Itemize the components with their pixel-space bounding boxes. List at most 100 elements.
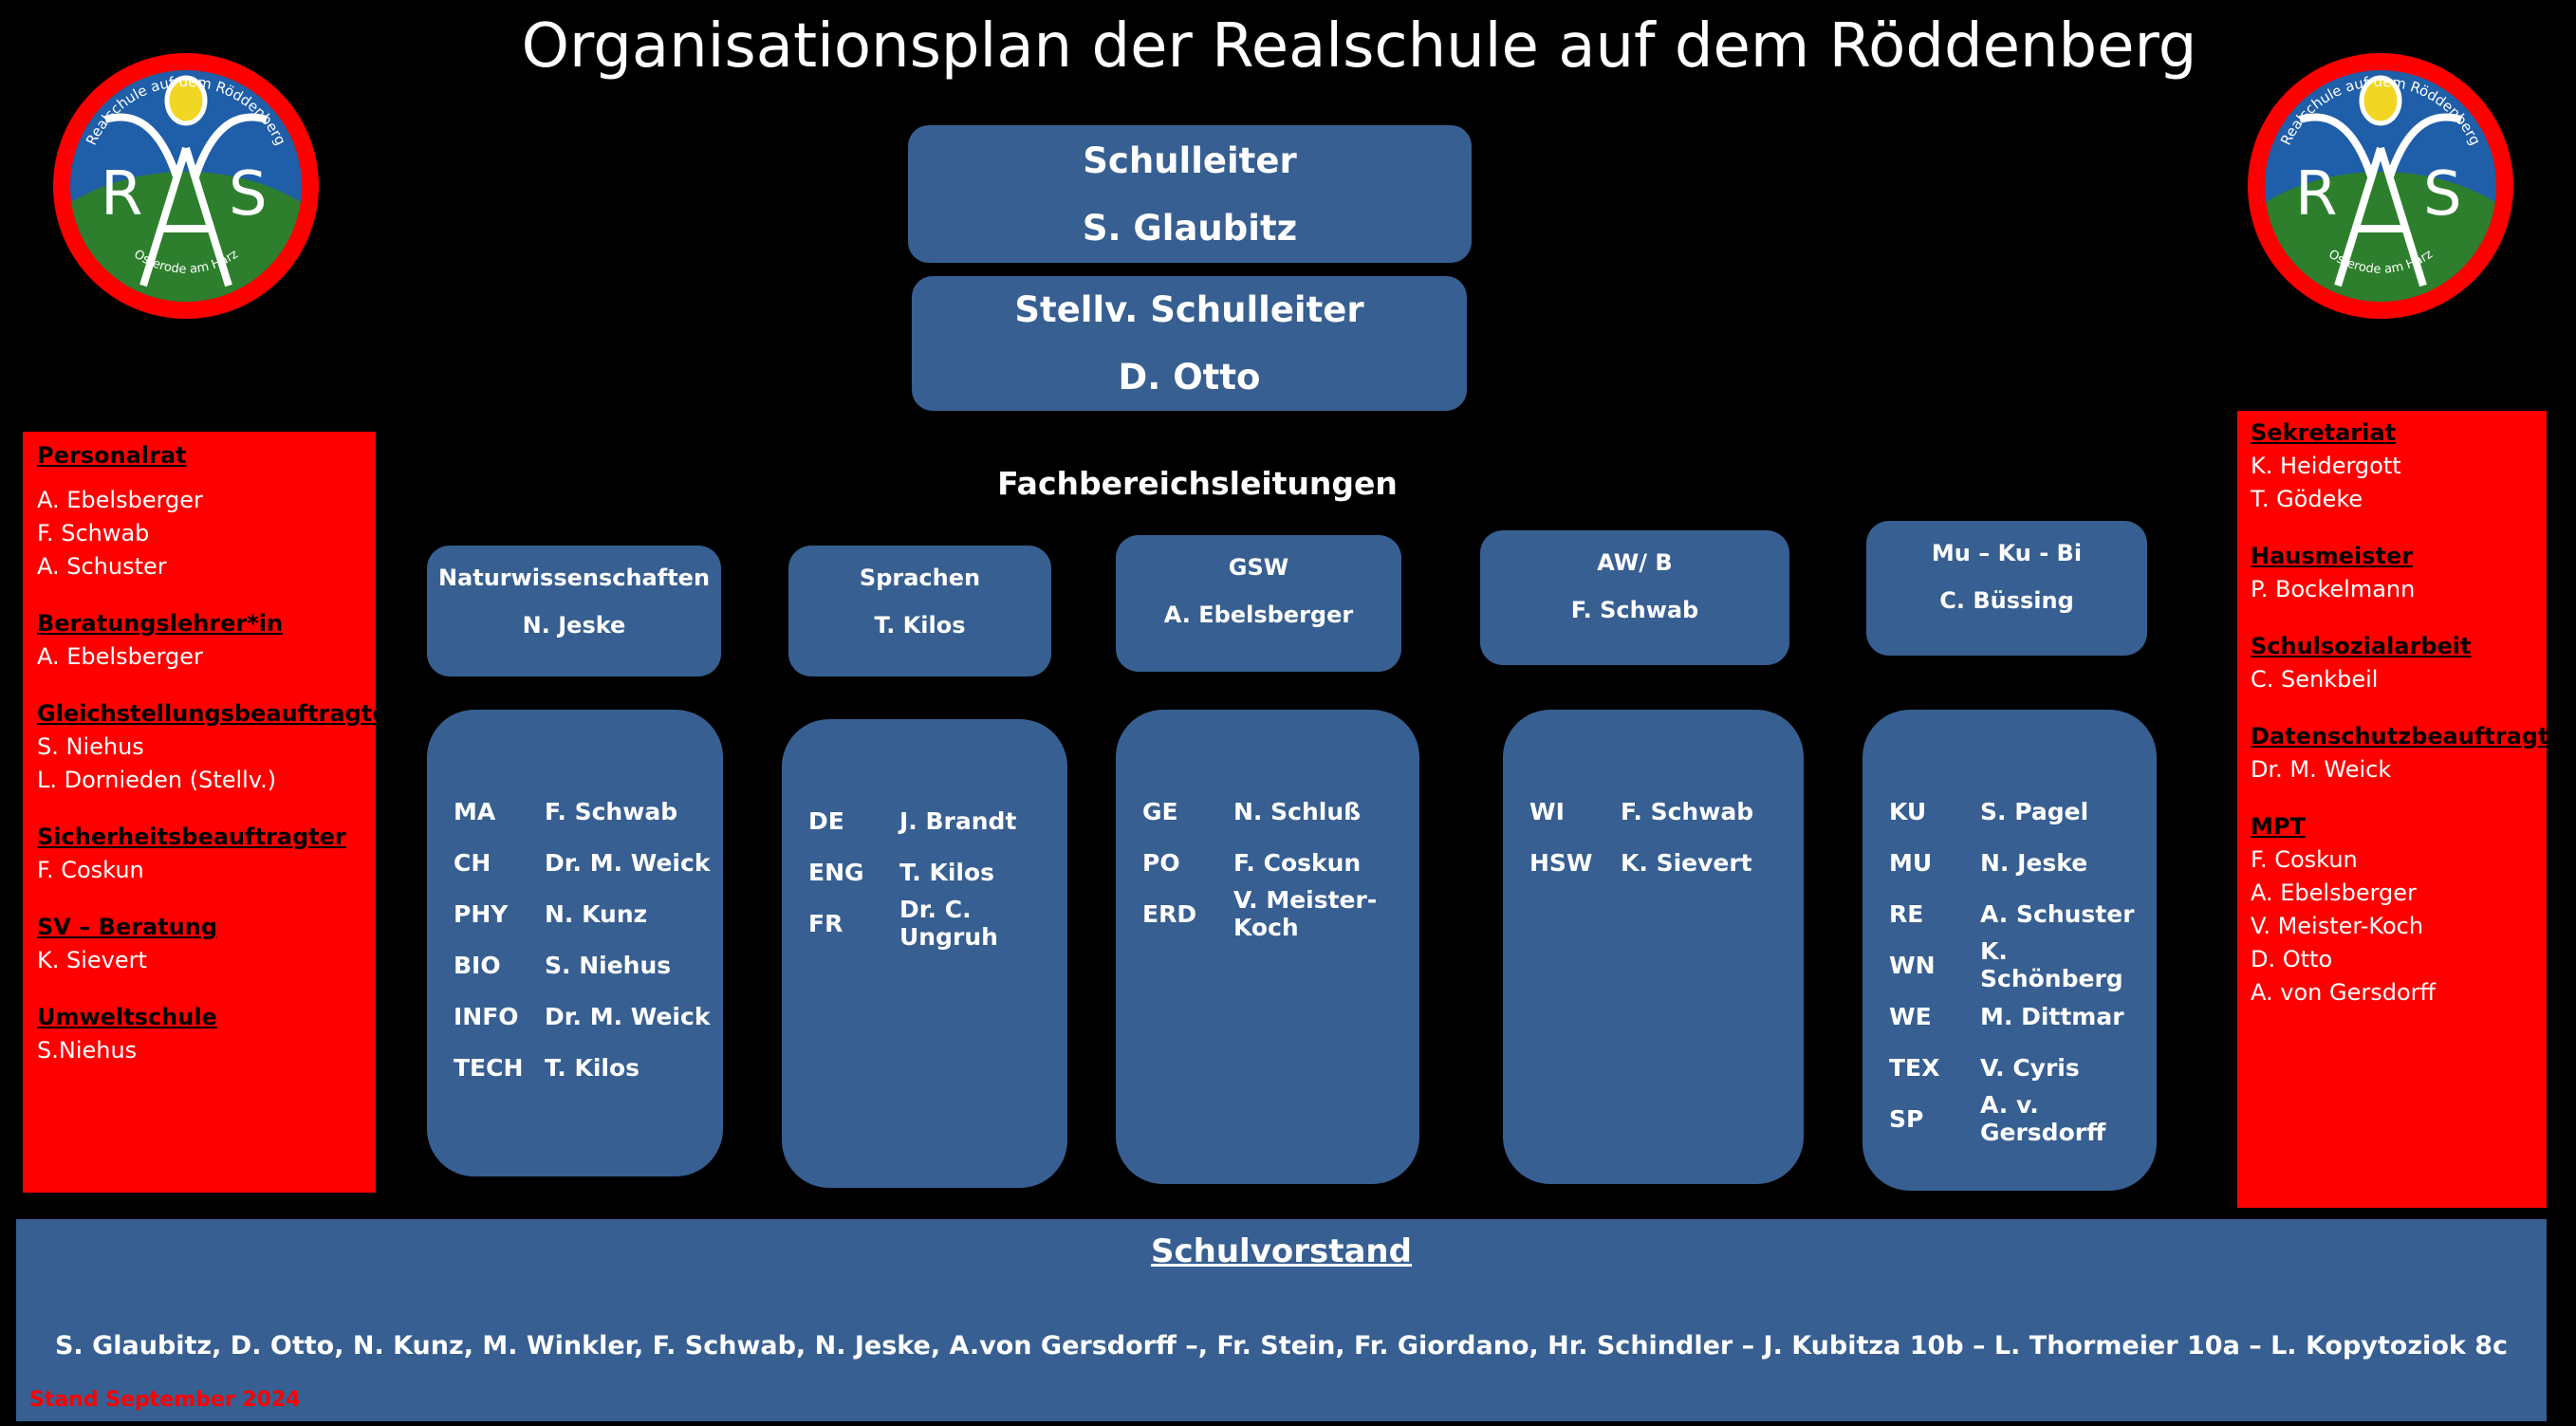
- subject-code: ENG: [808, 858, 864, 886]
- subject-teacher: A. v. Gersdorff: [1980, 1091, 2106, 1146]
- subject-code: WN: [1889, 951, 1936, 979]
- subject-teacher: Dr. M. Weick: [545, 848, 711, 877]
- department-head: T. Kilos: [874, 612, 966, 639]
- subject-teacher: A. Schuster: [1980, 899, 2135, 928]
- school-board-members: S. Glaubitz, D. Otto, N. Kunz, M. Winkle…: [54, 1331, 2509, 1361]
- subject-teacher: K. Sievert: [1621, 848, 1752, 877]
- section-spacer: [37, 887, 376, 911]
- panel-name: F. Coskun: [37, 857, 144, 883]
- section-spacer: [37, 583, 376, 607]
- subject-row: ENG T. Kilos: [808, 846, 1067, 898]
- subject-code: HSW: [1529, 848, 1593, 877]
- subject-code: TEX: [1889, 1053, 1940, 1082]
- deputy-name: D. Otto: [1118, 357, 1261, 398]
- school-logo-right: R S Realschule auf dem Röddenberg Ostero…: [2248, 53, 2513, 319]
- subject-code: INFO: [454, 1002, 519, 1030]
- panel-name: V. Meister-Koch: [2251, 913, 2424, 939]
- svg-text:R: R: [2295, 159, 2337, 230]
- panel-section-heading: Datenschutzbeauftragter: [2251, 723, 2576, 750]
- subject-row: HSW K. Sievert: [1529, 837, 1804, 888]
- section-spacer: [2251, 516, 2547, 540]
- subject-code: FR: [808, 909, 843, 937]
- subject-code: MA: [454, 797, 496, 825]
- subject-code: PO: [1142, 848, 1180, 877]
- subject-code: RE: [1889, 899, 1924, 928]
- subject-code: WI: [1529, 797, 1565, 825]
- panel-name: S. Niehus: [37, 733, 144, 760]
- subject-row: PO F. Coskun: [1142, 837, 1419, 888]
- subject-code: CH: [454, 848, 491, 877]
- subject-teacher: M. Dittmar: [1980, 1002, 2124, 1030]
- panel-section-heading: Beratungslehrer*in: [37, 610, 284, 637]
- department-name: Mu – Ku - Bi: [1931, 540, 2083, 566]
- panel-name: F. Schwab: [37, 520, 150, 546]
- subject-row: MA F. Schwab: [454, 786, 723, 837]
- panel-section-heading: Hausmeister: [2251, 543, 2414, 569]
- subject-teacher: N. Jeske: [1980, 848, 2088, 877]
- subject-teacher: K. Schönberg: [1980, 937, 2123, 992]
- principal-role: Schulleiter: [1083, 139, 1297, 181]
- subject-teacher: S. Niehus: [545, 951, 672, 979]
- principal-name: S. Glaubitz: [1082, 207, 1298, 249]
- panel-name: F. Coskun: [2251, 846, 2358, 873]
- departments-title: Fachbereichsleitungen: [997, 465, 1398, 502]
- section-spacer: [37, 977, 376, 1001]
- panel-name: T. Gödeke: [2251, 486, 2363, 512]
- subject-code: PHY: [454, 899, 509, 928]
- footer-date: Stand September 2024: [29, 1388, 301, 1412]
- subject-teacher: Dr. M. Weick: [545, 1002, 711, 1030]
- subject-teacher: T. Kilos: [899, 858, 995, 886]
- subject-code: ERD: [1142, 899, 1197, 928]
- principal-box: Schulleiter S. Glaubitz: [908, 125, 1472, 263]
- department-head: A. Ebelsberger: [1163, 602, 1354, 628]
- subject-teacher: V. Meister-Koch: [1233, 886, 1378, 941]
- panel-name: Dr. M. Weick: [2251, 756, 2392, 783]
- panel-name: A. von Gersdorff: [2251, 979, 2437, 1006]
- section-spacer: [2251, 606, 2547, 630]
- subject-teacher: F. Schwab: [545, 797, 678, 825]
- subject-code: WE: [1889, 1002, 1932, 1030]
- page-title: Organisationsplan der Realschule auf dem…: [521, 11, 2197, 82]
- subject-teacher: J. Brandt: [899, 806, 1017, 835]
- panel-section-heading: Schulsozialarbeit: [2251, 633, 2472, 659]
- panel-name: K. Heidergott: [2251, 453, 2401, 479]
- section-spacer: [37, 797, 376, 821]
- subject-teacher: F. Coskun: [1233, 848, 1362, 877]
- school-board-box: Schulvorstand S. Glaubitz, D. Otto, N. K…: [16, 1219, 2547, 1421]
- subject-row: WE M. Dittmar: [1889, 991, 2157, 1042]
- department-head-box: Mu – Ku - Bi C. Büssing: [1866, 521, 2147, 656]
- panel-name: A. Ebelsberger: [37, 487, 203, 513]
- department-head: C. Büssing: [1939, 587, 2074, 614]
- subject-teacher: N. Schluß: [1233, 797, 1362, 825]
- panel-section-heading: Sicherheitsbeauftragter: [37, 824, 346, 850]
- panel-name: K. Sievert: [37, 947, 147, 973]
- subject-row: CH Dr. M. Weick: [454, 837, 723, 888]
- department-name: GSW: [1228, 554, 1289, 581]
- panel-section-heading: SV – Beratung: [37, 914, 217, 940]
- subject-row: ERD V. Meister-Koch: [1142, 886, 1419, 941]
- panel-name: D. Otto: [2251, 946, 2333, 972]
- panel-name: P. Bockelmann: [2251, 576, 2416, 602]
- department-head-box: GSW A. Ebelsberger: [1116, 535, 1401, 672]
- department-head: N. Jeske: [522, 612, 626, 639]
- deputy-box: Stellv. Schulleiter D. Otto: [912, 276, 1467, 411]
- subject-row: INFO Dr. M. Weick: [454, 991, 723, 1042]
- department-name: AW/ B: [1597, 549, 1673, 576]
- subject-row: WN K. Schönberg: [1889, 937, 2157, 992]
- deputy-role: Stellv. Schulleiter: [1014, 289, 1364, 330]
- subject-code: GE: [1142, 797, 1178, 825]
